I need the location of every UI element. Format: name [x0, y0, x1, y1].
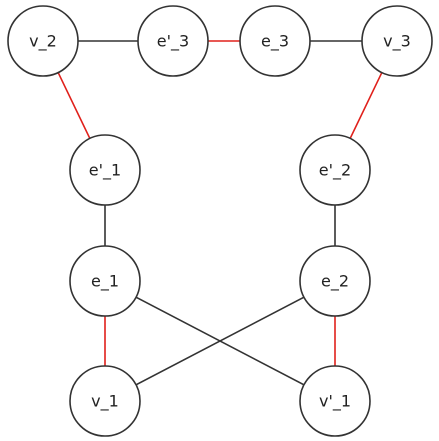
node-circle	[69, 134, 141, 206]
node-e2p: e'_2	[299, 134, 371, 206]
edge-v3-e2p	[349, 72, 383, 139]
node-circle	[69, 365, 141, 437]
node-circle	[69, 245, 141, 317]
node-label: e_3	[261, 32, 289, 52]
node-e3p: e'_3	[137, 5, 209, 77]
edges-layer	[57, 40, 383, 386]
node-label: e_2	[321, 272, 349, 292]
node-e2: e_2	[299, 245, 371, 317]
node-label: v_3	[383, 32, 411, 52]
node-v2: v_2	[7, 5, 79, 77]
node-label: e'_3	[157, 32, 189, 52]
nodes-layer: v_2 e'_3 e_3 v_3 e'_1 e'_2 e_1 e_2 v_1 v'_1	[7, 5, 433, 437]
node-label: v_2	[29, 32, 57, 52]
node-v3: v_3	[361, 5, 433, 77]
node-e3: e_3	[239, 5, 311, 77]
node-circle	[299, 245, 371, 317]
node-circle	[361, 5, 433, 77]
node-circle	[7, 5, 79, 77]
node-label: e_1	[91, 272, 119, 292]
node-e1: e_1	[69, 245, 141, 317]
node-circle	[137, 5, 209, 77]
edge-v2-e1p	[57, 72, 91, 139]
node-e1p: e'_1	[69, 134, 141, 206]
node-label: v'_1	[319, 392, 351, 412]
node-v1p: v'_1	[299, 365, 371, 437]
edge-e2-v1	[135, 296, 305, 386]
node-label: e'_2	[319, 161, 351, 181]
node-circle	[299, 134, 371, 206]
node-label: e'_1	[89, 161, 121, 181]
node-circle	[299, 365, 371, 437]
node-v1: v_1	[69, 365, 141, 437]
node-circle	[239, 5, 311, 77]
node-label: v_1	[91, 392, 119, 412]
